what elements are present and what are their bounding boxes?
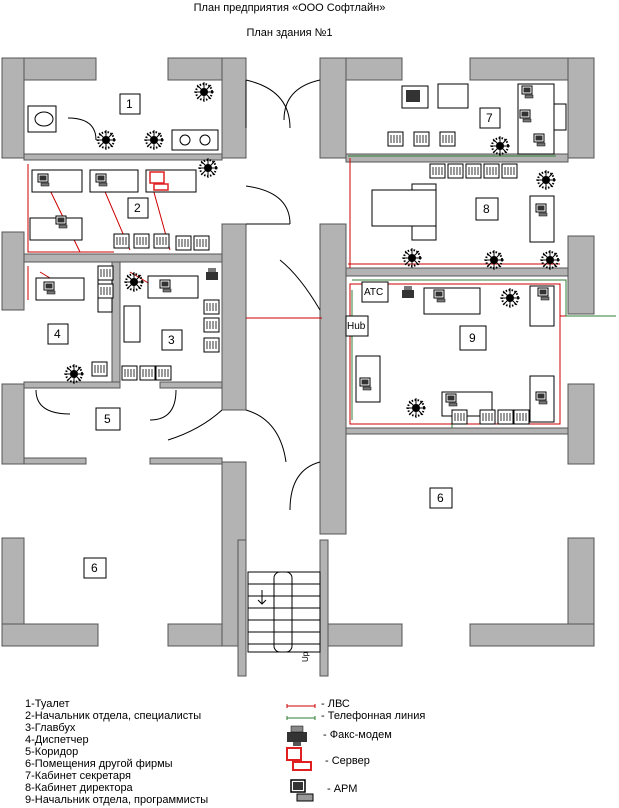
lan-legend-label: - ЛВС bbox=[321, 698, 350, 710]
legend-item: 5-Коридор bbox=[25, 746, 79, 758]
room-numbers: 1 2 3 4 5 6 6 7 8 9 bbox=[47, 93, 501, 579]
furniture bbox=[29, 83, 567, 423]
room-number-5: 5 bbox=[104, 412, 111, 426]
legend-item: 7-Кабинет секретаря bbox=[25, 770, 131, 782]
room-number-8: 8 bbox=[483, 202, 490, 216]
plan-subtitle: План здания №1 bbox=[246, 27, 333, 39]
room-number-4: 4 bbox=[54, 327, 61, 341]
symbol-legend: - ЛВС - Телефонная линия - Факс-модем - … bbox=[285, 698, 485, 808]
room-number-3: 3 bbox=[168, 333, 175, 347]
fax-legend-label: - Факс-модем bbox=[323, 729, 392, 741]
legend-item: 1-Туалет bbox=[25, 698, 70, 710]
symbol-legend-icons bbox=[286, 704, 316, 802]
walls bbox=[1, 57, 595, 677]
legend-item: 9-Начальник отдела, программисты bbox=[25, 794, 209, 806]
doors bbox=[35, 79, 321, 511]
plan-title: План предприятия «ООО Софтлайн» bbox=[193, 2, 386, 14]
server-legend-label: - Сервер bbox=[325, 755, 370, 767]
floor-plan: АТС Hub Up 1 2 3 4 5 6 6 7 8 9 bbox=[1, 57, 616, 677]
arm-legend-icon bbox=[290, 779, 314, 802]
stairs-up-label: Up bbox=[301, 651, 310, 662]
legend-item: 2-Начальник отдела, специалисты bbox=[25, 710, 202, 722]
room-number-7: 7 bbox=[486, 111, 493, 125]
fax-modem-icon bbox=[206, 90, 420, 298]
arm-legend-label: - АРМ bbox=[327, 783, 358, 795]
atc-label: АТС bbox=[364, 287, 383, 298]
legend-item: 3-Главбух bbox=[25, 722, 76, 734]
room1-fixtures bbox=[27, 105, 219, 151]
room-number-1: 1 bbox=[126, 97, 133, 111]
plants bbox=[63, 81, 561, 419]
room-number-2: 2 bbox=[134, 201, 141, 215]
room-number-6-right: 6 bbox=[437, 491, 444, 505]
stairs bbox=[247, 571, 321, 653]
legend-item: 6-Помещения другой фирмы bbox=[25, 758, 173, 770]
legend-item: 8-Кабинет директора bbox=[25, 782, 133, 794]
room-number-9: 9 bbox=[469, 331, 476, 345]
phone-legend-label: - Телефонная линия bbox=[321, 710, 426, 722]
legend-item: 4-Диспетчер bbox=[25, 734, 89, 746]
room-legend: 1-Туалет 2-Начальник отдела, специалисты… bbox=[25, 698, 208, 806]
room-number-6-left: 6 bbox=[91, 561, 98, 575]
server-legend-icon bbox=[286, 747, 312, 771]
hub-label: Hub bbox=[347, 321, 366, 332]
fax-modem-legend-icon bbox=[287, 725, 307, 746]
atc-box bbox=[361, 281, 389, 303]
server-icon bbox=[149, 171, 169, 191]
hub-box bbox=[345, 315, 369, 337]
